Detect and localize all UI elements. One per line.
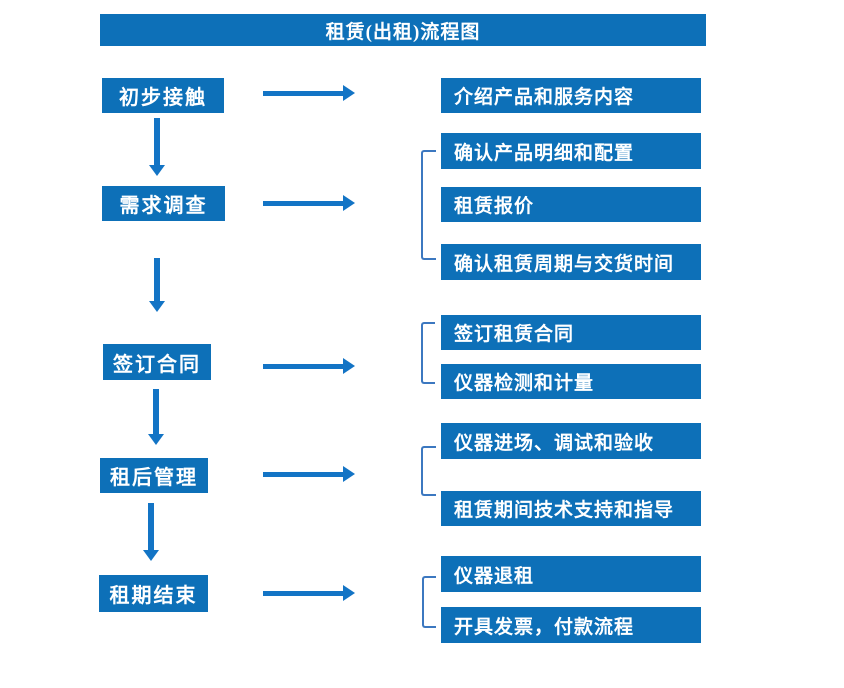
right-arrow-shaft — [263, 590, 343, 596]
down-arrow-head — [148, 434, 164, 445]
right-arrow-2 — [263, 195, 355, 211]
right-arrow-head — [343, 358, 355, 374]
flowchart-title: 租赁(出租)流程图 — [325, 21, 481, 43]
right-arrow-head — [343, 195, 355, 211]
detail-box-rental-quotation: 租赁报价 — [441, 187, 701, 222]
right-arrow-shaft — [263, 90, 343, 96]
detail-box-tech-support-guidance: 租赁期间技术支持和指导 — [441, 491, 701, 526]
detail-box-confirm-product-config: 确认产品明细和配置 — [441, 133, 701, 169]
step-box-sign-contract: 签订合同 — [103, 344, 211, 380]
right-arrow-1 — [263, 85, 355, 101]
step-box-demand-survey: 需求调查 — [102, 186, 225, 221]
down-arrow-head — [143, 550, 159, 561]
right-arrow-5 — [263, 585, 355, 601]
detail-box-instrument-setup-acceptance: 仪器进场、调试和验收 — [441, 423, 701, 459]
right-arrow-4 — [263, 466, 355, 482]
right-arrow-head — [343, 585, 355, 601]
down-arrow-head — [149, 301, 165, 312]
right-arrow-head — [343, 466, 355, 482]
right-arrow-shaft — [263, 200, 343, 206]
down-arrow-shaft — [153, 389, 159, 434]
detail-box-sign-rental-contract: 签订租赁合同 — [441, 315, 701, 350]
right-arrow-head — [343, 85, 355, 101]
detail-box-introduce-products-services: 介绍产品和服务内容 — [441, 78, 701, 113]
flowchart-title-bar: 租赁(出租)流程图 — [100, 14, 706, 46]
right-arrow-shaft — [263, 471, 343, 477]
down-arrow-4 — [143, 503, 159, 561]
down-arrow-3 — [148, 389, 164, 445]
step-box-initial-contact: 初步接触 — [102, 78, 224, 113]
detail-box-instrument-return: 仪器退租 — [441, 556, 701, 592]
down-arrow-shaft — [154, 258, 160, 301]
step-box-post-rental-management: 租后管理 — [100, 458, 208, 493]
detail-box-instrument-test-calibration: 仪器检测和计量 — [441, 364, 701, 399]
down-arrow-head — [149, 165, 165, 176]
detail-box-confirm-period-delivery: 确认租赁周期与交货时间 — [441, 244, 701, 280]
group-bracket-rental-end — [422, 576, 436, 628]
down-arrow-shaft — [154, 118, 160, 165]
group-bracket-sign-contract — [421, 322, 435, 384]
down-arrow-1 — [149, 118, 165, 176]
detail-box-invoice-payment: 开具发票，付款流程 — [441, 607, 701, 643]
right-arrow-3 — [263, 358, 355, 374]
group-bracket-demand-survey — [421, 150, 436, 260]
down-arrow-2 — [149, 258, 165, 312]
group-bracket-post-rental-management — [421, 446, 436, 496]
step-box-rental-end: 租期结束 — [99, 575, 208, 612]
right-arrow-shaft — [263, 363, 343, 369]
down-arrow-shaft — [148, 503, 154, 550]
